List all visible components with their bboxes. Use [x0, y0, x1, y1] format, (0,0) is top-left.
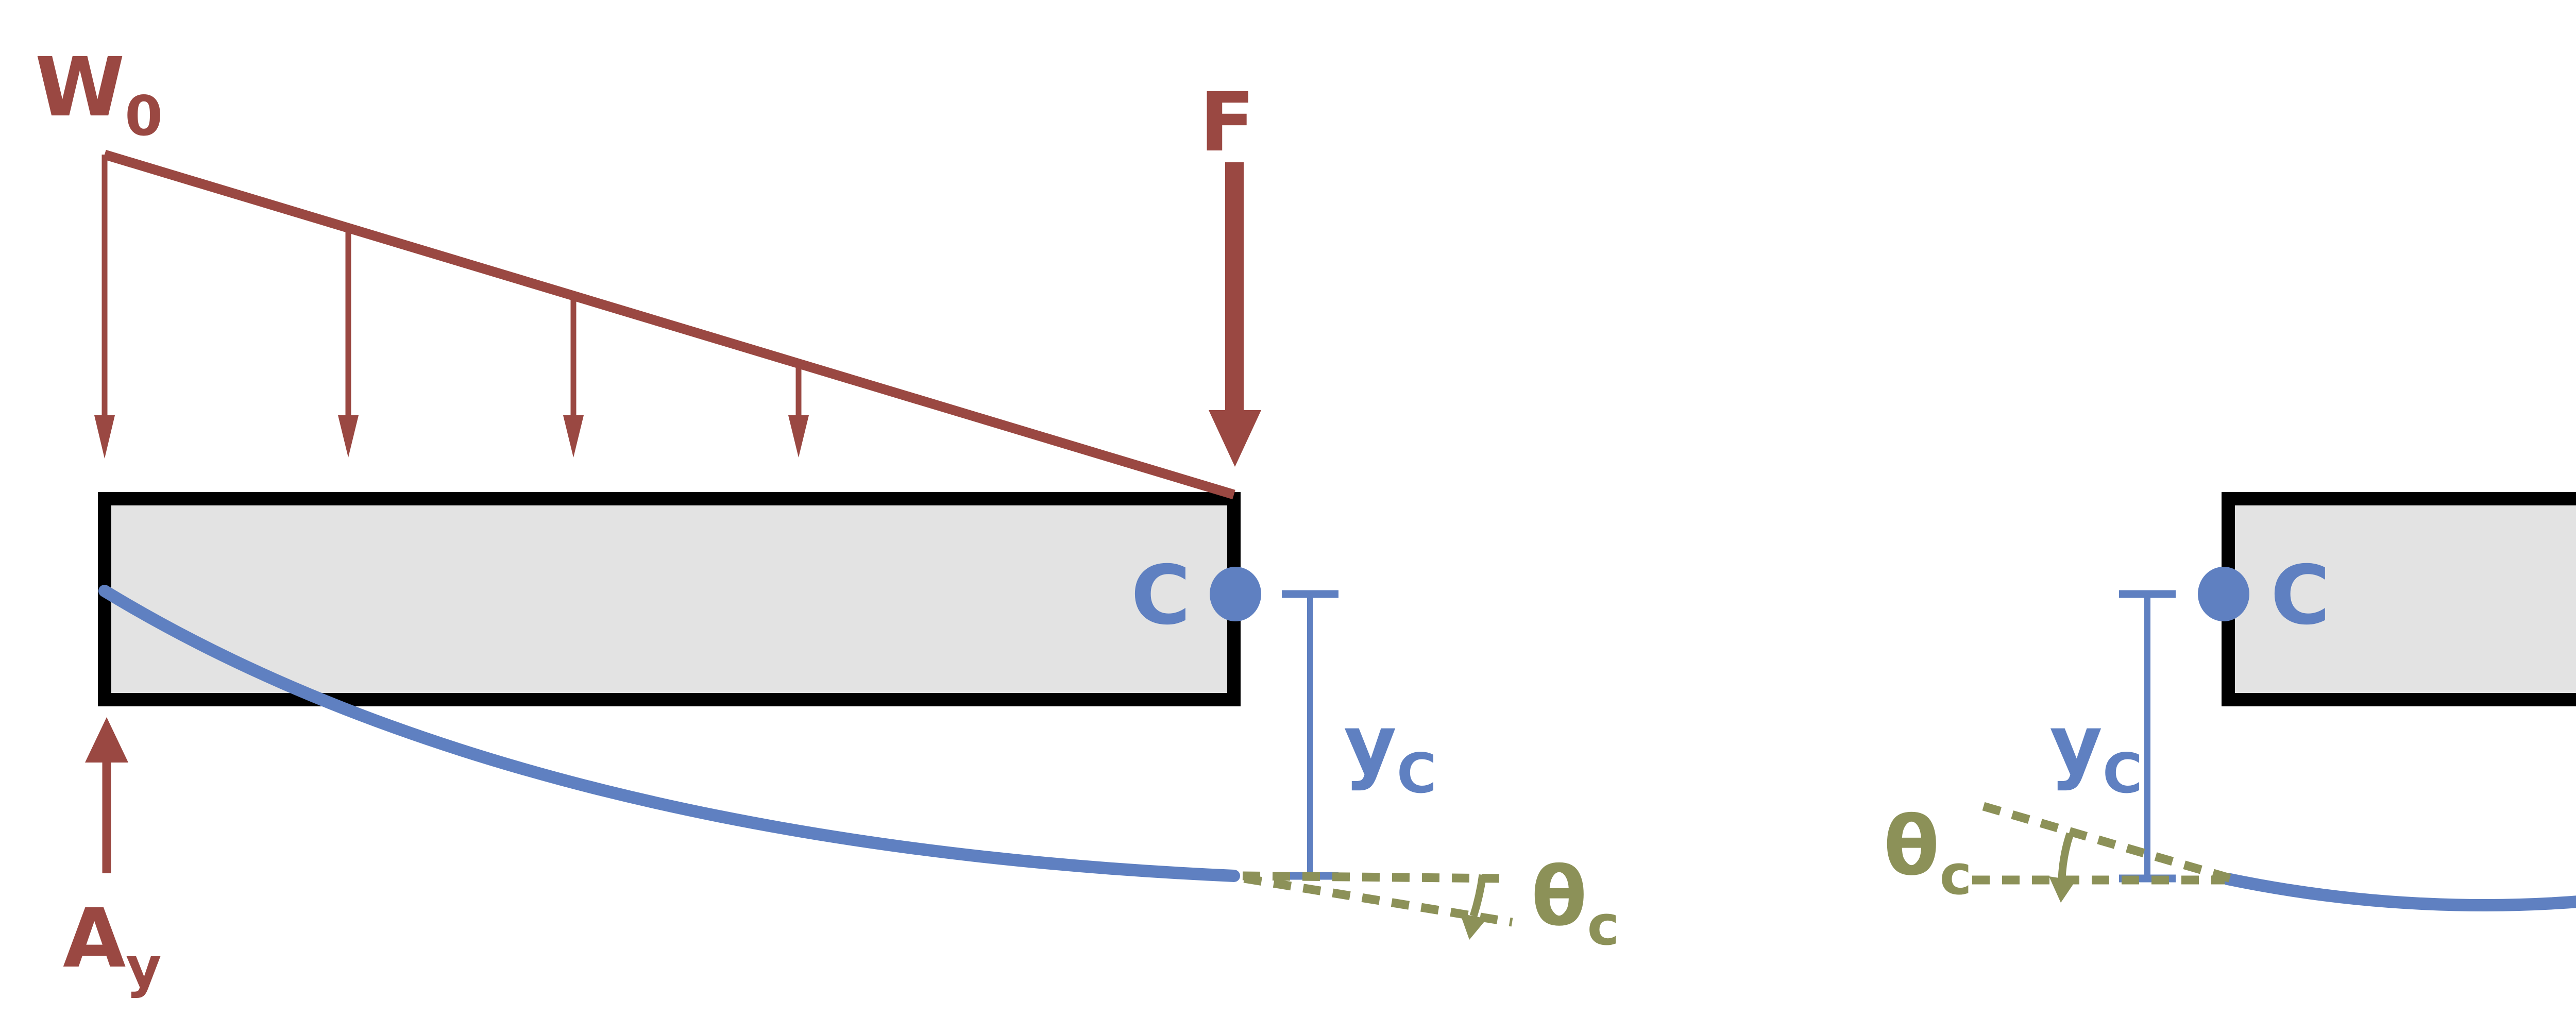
ay-reaction-arrow — [85, 717, 128, 873]
right-point-c-marker — [2198, 567, 2249, 621]
left-yc-label-main: y — [1344, 698, 1397, 792]
load-arrow-4 — [788, 365, 809, 458]
f-label: F — [1199, 75, 1255, 170]
right-diagram: C yC θc By — [1884, 492, 2576, 911]
load-arrow-head — [338, 415, 359, 458]
f-label-main: F — [1199, 75, 1255, 170]
right-slope-tangent-line — [1982, 802, 2232, 883]
load-arrow-head — [563, 415, 584, 458]
left-diagram: W0 F C yC θc — [35, 40, 1619, 999]
right-point-c-label-text: C — [2270, 548, 2330, 643]
force-arrow-shaft — [1225, 162, 1244, 412]
load-arrow-head — [94, 415, 115, 459]
left-slope-annotation — [1242, 871, 1513, 940]
left-thetac-label-main: θ — [1531, 850, 1587, 944]
left-yc-dimension — [1282, 590, 1338, 880]
right-slope-angle-arrowhead — [2049, 876, 2076, 903]
left-slope-tangent-line — [1243, 874, 1513, 927]
right-yc-dimension — [2119, 590, 2176, 883]
left-beam — [98, 492, 1241, 706]
ay-label-sub: y — [126, 936, 161, 999]
left-point-c-label-text: C — [1131, 548, 1191, 643]
w0-label-main: W — [35, 40, 125, 135]
left-thetac-label-sub: c — [1587, 894, 1620, 957]
left-point-c-marker — [1210, 567, 1261, 621]
ay-label-main: A — [63, 891, 126, 986]
right-yc-label: yC — [2049, 698, 2143, 805]
left-slope-angle-arc — [1469, 874, 1487, 918]
force-arrow — [1209, 162, 1261, 467]
left-deflection-curve — [98, 585, 1240, 882]
right-slope-annotation — [1972, 802, 2232, 903]
right-yc-label-main: y — [2049, 698, 2103, 792]
ay-label: Ay — [63, 891, 161, 999]
left-slope-angle-arrowhead — [1460, 913, 1487, 940]
right-slope-angle-arc — [2058, 832, 2074, 879]
load-arrow-head — [788, 415, 809, 458]
left-slope-horizontal-reference-line — [1242, 871, 1505, 883]
w0-label: W0 — [35, 40, 163, 148]
force-arrow-head — [1209, 410, 1261, 467]
right-thetac-label-sub: c — [1940, 843, 1972, 907]
right-yc-label-sub: C — [2103, 742, 2143, 805]
left-yc-label: yC — [1344, 698, 1437, 805]
right-thetac-label-main: θ — [1884, 799, 1940, 894]
load-arrow-1 — [94, 415, 115, 459]
left-yc-label-sub: C — [1397, 742, 1437, 805]
load-arrow-2 — [338, 231, 359, 458]
left-thetac-label: θc — [1531, 850, 1619, 957]
left-point-c-label: C — [1131, 548, 1191, 643]
load-arrow-3 — [563, 298, 584, 458]
right-deflection-curve — [2222, 873, 2576, 911]
right-thetac-label: θc — [1884, 799, 1972, 907]
w0-label-sub: 0 — [125, 84, 163, 148]
distributed-load-hypotenuse — [103, 149, 1235, 500]
distributed-load — [94, 149, 1235, 500]
ay-reaction-arrow-head — [85, 717, 128, 763]
right-point-c-label: C — [2270, 548, 2330, 643]
